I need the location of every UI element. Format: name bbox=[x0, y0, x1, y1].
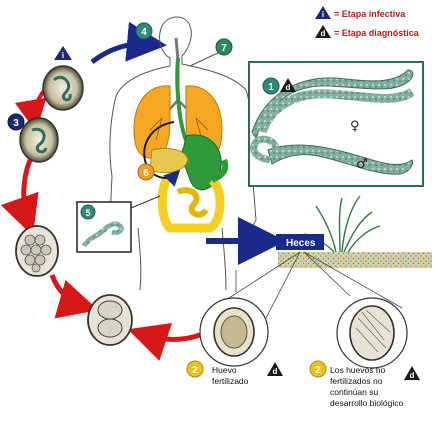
heces-box bbox=[276, 234, 324, 250]
embryonated-egg-stage3 bbox=[19, 117, 59, 163]
captions-fertilized-line1: Huevo bbox=[212, 365, 237, 375]
legend-diagnostic-icon: d bbox=[315, 25, 331, 38]
markers-m3: 3 bbox=[13, 118, 19, 129]
large-intestine bbox=[157, 174, 225, 233]
male-symbol: ♂ bbox=[356, 157, 368, 172]
marker-6: 6 bbox=[137, 163, 155, 181]
unfertilized-egg-circle bbox=[336, 297, 408, 369]
esophagus bbox=[175, 57, 188, 141]
captions-fertilized-line2: fertilizado bbox=[212, 376, 249, 386]
captions-unfertilized-line2: fertilizados no bbox=[330, 376, 383, 386]
legend: i = Etapa infectiva d = Etapa diagnóstic… bbox=[315, 6, 420, 38]
two-cell-egg bbox=[87, 294, 133, 346]
larva bbox=[81, 221, 124, 248]
cycle-arrow-left bbox=[0, 159, 39, 237]
dividing-egg-left bbox=[15, 225, 59, 277]
markers-d-box1: d bbox=[286, 83, 291, 92]
markers-m5: 5 bbox=[85, 208, 90, 218]
caption-unfertilized: Los huevos no fertilizados no continúan … bbox=[330, 365, 404, 408]
soil-ground bbox=[278, 195, 432, 268]
marker-3: 3 bbox=[7, 113, 25, 131]
captions-unfertilized-line4: desarrollo biológico bbox=[330, 398, 404, 408]
cycle-arrow-bottom-left bbox=[49, 274, 99, 319]
marker-1: 1 bbox=[262, 77, 280, 95]
markers-d-caption-b: d bbox=[410, 371, 415, 380]
marker-4: 4 bbox=[135, 22, 153, 40]
legend-diagnostic-symbol: d bbox=[321, 29, 326, 38]
female-symbol: ♀ bbox=[350, 119, 360, 134]
diagnostic-stage-marker-worms: d bbox=[280, 78, 296, 92]
marker-7: 7 bbox=[215, 38, 233, 56]
infective-egg bbox=[42, 65, 84, 111]
fertilized-egg-circle bbox=[199, 297, 269, 367]
left-lung bbox=[133, 85, 171, 159]
legend-infective-label: = Etapa infectiva bbox=[334, 9, 406, 19]
markers-m4: 4 bbox=[141, 27, 147, 38]
markers-m2a: 2 bbox=[192, 365, 198, 376]
diagnostic-stage-marker-unfertilized: d bbox=[404, 366, 420, 380]
markers-m6: 6 bbox=[143, 168, 149, 179]
caption-fertilized: Huevo fertilizado bbox=[212, 365, 249, 386]
markers-d-caption-a: d bbox=[273, 367, 278, 376]
legend-infective-symbol: i bbox=[322, 10, 324, 19]
male-worm bbox=[267, 144, 413, 175]
heces-label: Heces bbox=[286, 238, 316, 249]
ingestion-arrow bbox=[90, 21, 167, 64]
infective-stage-marker-top: i bbox=[54, 46, 72, 60]
markers-m1: 1 bbox=[268, 82, 274, 93]
captions-unfertilized-line3: continúan su bbox=[330, 387, 378, 397]
marker-2-unfertilized: 2 bbox=[309, 360, 327, 378]
liver bbox=[149, 148, 189, 174]
diagnostic-stage-marker-fertilized: d bbox=[267, 362, 283, 376]
cycle-arrow-bottom bbox=[127, 322, 201, 361]
small-intestine bbox=[176, 187, 209, 218]
marker-5: 5 bbox=[80, 204, 96, 220]
legend-infective-icon: i bbox=[315, 6, 331, 19]
markers-i-top: i bbox=[62, 51, 64, 60]
marker-2-fertilized: 2 bbox=[186, 360, 204, 378]
captions-unfertilized-line1: Los huevos no bbox=[330, 365, 386, 375]
markers-m2b: 2 bbox=[315, 365, 321, 376]
legend-diagnostic-label: = Etapa diagnóstica bbox=[334, 28, 420, 38]
markers-m7: 7 bbox=[221, 43, 227, 54]
